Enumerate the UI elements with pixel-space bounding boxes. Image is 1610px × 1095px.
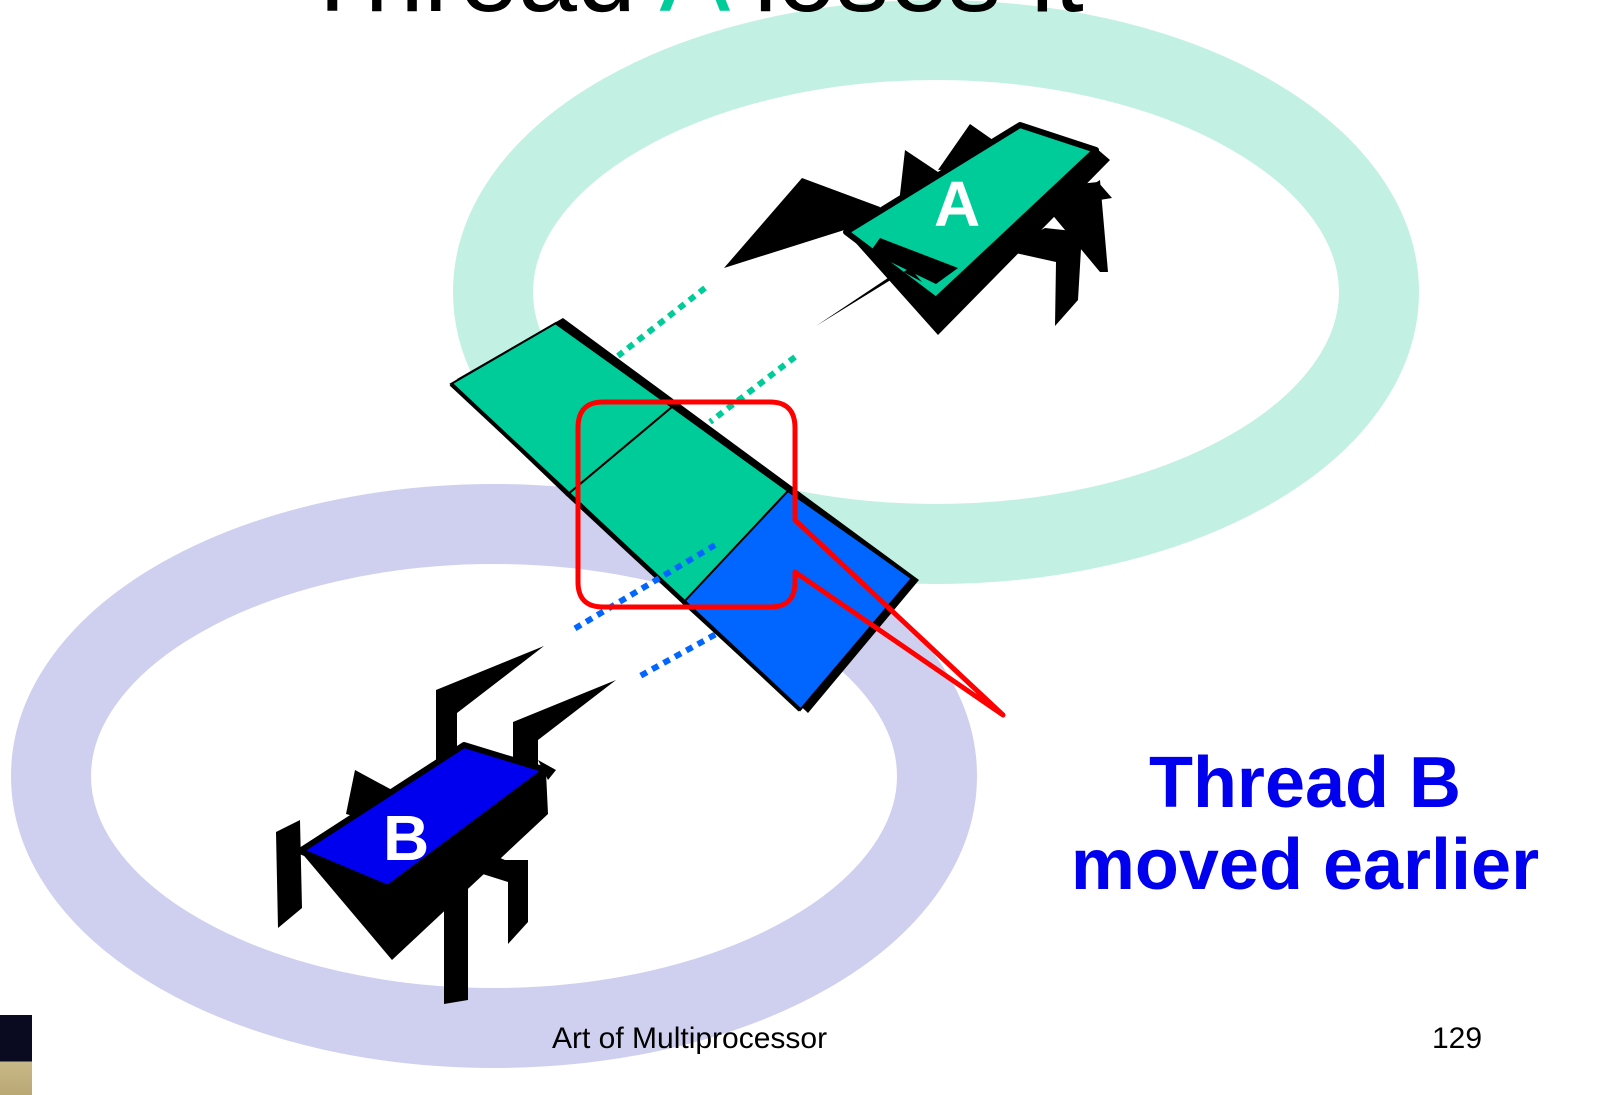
thread-a-bug [724, 122, 1112, 335]
slide-title: Thread A loses it [300, 0, 1200, 28]
thread-b-projection-lines [572, 542, 740, 679]
footer-text: Art of Multiprocessor [552, 1022, 828, 1055]
title-prefix: Thread [300, 0, 659, 34]
thread-a-label: A [934, 168, 981, 240]
page-number: 129 [1432, 1022, 1483, 1055]
callout-line-2: moved earlier [1070, 825, 1540, 905]
thread-a-projection-lines [616, 285, 797, 425]
publisher-logo [0, 1015, 32, 1095]
timeline-strip [449, 318, 919, 713]
callout-text: Thread B moved earlier [1000, 742, 1610, 906]
thread-b-label: B [383, 802, 430, 874]
callout-line-1: Thread B [1148, 743, 1462, 823]
thread-b-bug [276, 646, 616, 1004]
title-accent-letter: A [659, 0, 724, 34]
title-suffix: loses it [724, 0, 1084, 34]
thread-b-ring [11, 484, 977, 1068]
thread-a-ring [453, 0, 1419, 584]
highlight-callout-frame [575, 399, 1006, 718]
